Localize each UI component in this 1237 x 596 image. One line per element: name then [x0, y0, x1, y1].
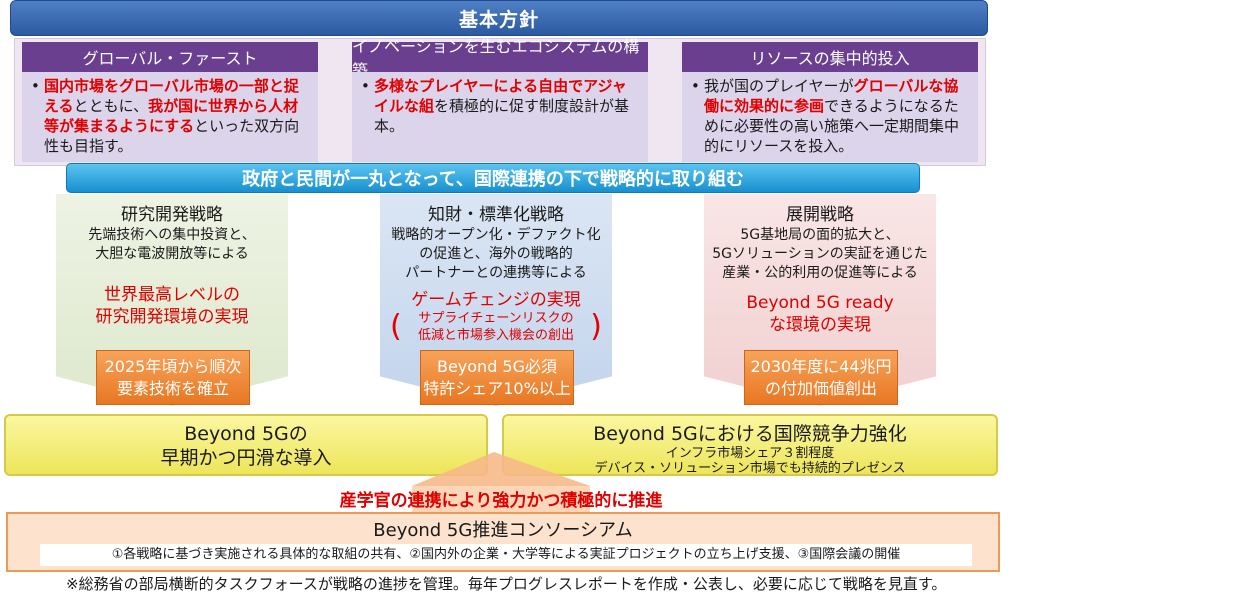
strategy-desc: 先端技術への集中投資と、 大胆な電波開放等による — [88, 227, 256, 262]
policy-heading: グローバル・ファースト — [22, 42, 318, 72]
bullet-icon: • — [691, 77, 700, 95]
strategy-target: Beyond 5G必須特許シェア10%以上 — [420, 350, 574, 405]
policy-global-first: グローバル・ファースト • 国内市場をグローバル市場の一部と捉えるとともに、我が… — [22, 42, 318, 162]
strategy-rnd: 研究開発戦略 先端技術への集中投資と、 大胆な電波開放等による 世界最高レベルの… — [56, 194, 288, 406]
strategy-ip-standard: 知財・標準化戦略 戦略的オープン化・デファクト化 の促進と、海外の戦略的 パート… — [380, 194, 612, 406]
policy-text: 多様なプレイヤーによる自由でアジャイルな組を積極的に促す制度設計が基本。 — [374, 77, 630, 135]
strategy-target: 2025年頃から順次要素技術を確立 — [96, 350, 250, 405]
policy-heading: リソースの集中的投入 — [682, 42, 978, 72]
unify-banner: 政府と民間が一丸となって、国際連携の下で戦略的に取り組む — [66, 163, 920, 193]
policy-ecosystem: イノベーションを生むエコシステムの構築 • 多様なプレイヤーによる自由でアジャイ… — [352, 37, 648, 162]
strategy-title: 展開戦略 — [786, 205, 854, 225]
right-paren-icon: ) — [590, 309, 602, 344]
up-arrow-icon — [412, 452, 590, 514]
strategy-deployment: 展開戦略 5G基地局の面的拡大と、 5Gソリューションの実証を通じた 産業・公的… — [704, 194, 936, 406]
strategy-result: ゲームチェンジの実現 — [411, 290, 581, 310]
basic-policy-banner: 基本方針 — [10, 0, 988, 36]
policy-text: 我が国のプレイヤーがグローバルな協働に効果的に参画できるようになるために必要性の… — [704, 77, 960, 155]
policy-text: 国内市場をグローバル市場の一部と捉えるとともに、我が国に世界から人材等が集まるよ… — [44, 77, 300, 155]
consortium-title: Beyond 5G推進コンソーシアム — [373, 520, 633, 541]
strategy-result: Beyond 5G ready な環境の実現 — [746, 293, 894, 335]
footnote: ※総務省の部局横断的タスクフォースが戦略の進捗を管理。毎年プログレスレポートを作… — [66, 575, 947, 593]
policy-body: • 国内市場をグローバル市場の一部と捉えるとともに、我が国に世界から人材等が集ま… — [22, 72, 318, 162]
cooperation-statement: 産学官の連携により強力かつ積極的に推進 — [339, 491, 663, 511]
strategy-desc: 5G基地局の面的拡大と、 5Gソリューションの実証を通じた 産業・公的利用の促進… — [712, 227, 928, 281]
strategy-desc: 戦略的オープン化・デファクト化 の促進と、海外の戦略的 パートナーとの連携等によ… — [391, 227, 601, 281]
policy-body: • 多様なプレイヤーによる自由でアジャイルな組を積極的に促す制度設計が基本。 — [352, 72, 648, 162]
left-paren-icon: ( — [390, 309, 402, 344]
strategy-title: 知財・標準化戦略 — [428, 205, 564, 225]
bullet-icon: • — [361, 77, 370, 95]
goal-competitiveness: Beyond 5Gにおける国際競争力強化 インフラ市場シェア３割程度 デバイス・… — [502, 414, 998, 476]
policy-resource-focus: リソースの集中的投入 • 我が国のプレイヤーがグローバルな協働に効果的に参画でき… — [682, 42, 978, 162]
consortium-activities: ①各戦略に基づき実施される具体的な取組の共有、②国内外の企業・大学等による実証プ… — [40, 544, 972, 566]
policy-body: • 我が国のプレイヤーがグローバルな協働に効果的に参画できるようになるために必要… — [682, 72, 978, 162]
consortium-box: Beyond 5G推進コンソーシアム ①各戦略に基づき実施される具体的な取組の共… — [6, 512, 1000, 572]
strategy-result: 世界最高レベルの 研究開発環境の実現 — [95, 285, 249, 327]
policy-heading: イノベーションを生むエコシステムの構築 — [352, 37, 648, 80]
bullet-icon: • — [31, 77, 40, 95]
goal-early-adoption: Beyond 5Gの 早期かつ円滑な導入 — [4, 414, 488, 476]
strategy-title: 研究開発戦略 — [121, 205, 223, 225]
strategy-target: 2030年度に44兆円の付加価値創出 — [744, 350, 898, 405]
strategy-sub-note: ( サプライチェーンリスクの 低減と市場参入機会の創出 ) — [390, 309, 602, 344]
